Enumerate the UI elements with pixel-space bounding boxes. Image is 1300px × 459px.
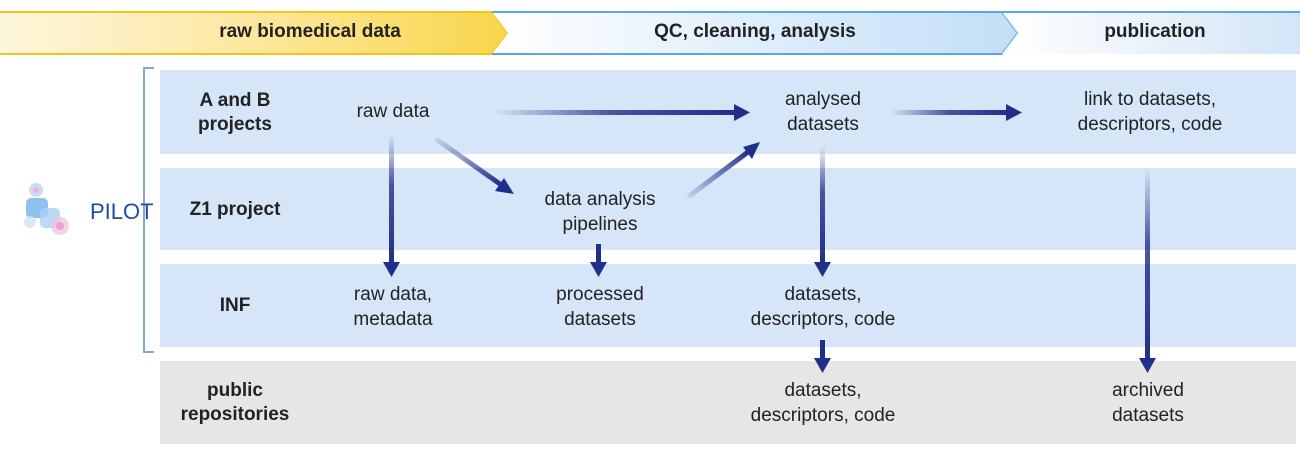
arrow-pipelines-to-analysed bbox=[686, 142, 760, 199]
stage-arrow-qc bbox=[492, 12, 1018, 54]
node-public-datasets: datasets, descriptors, code bbox=[750, 380, 896, 426]
pilot-label: PILOT bbox=[90, 199, 154, 224]
stage-label-qc: QC, cleaning, analysis bbox=[654, 21, 856, 42]
node-processed-datasets: processed datasets bbox=[556, 284, 644, 330]
arrow-raw-to-analysed bbox=[492, 104, 750, 121]
node-data-analysis-pipelines: data analysis pipelines bbox=[544, 189, 656, 235]
node-analysed-datasets: analysed datasets bbox=[784, 89, 862, 135]
node-link-to-datasets: link to datasets, descriptors, code bbox=[1077, 89, 1223, 135]
stage-label-raw-data: raw biomedical data bbox=[219, 21, 401, 42]
row-label-ab-projects: A and B projects bbox=[198, 90, 272, 135]
arrow-raw-to-metadata bbox=[383, 134, 400, 277]
node-inf-datasets: datasets, descriptors, code bbox=[750, 284, 896, 330]
stage-label-publication: publication bbox=[1104, 21, 1206, 42]
pilot-logo-icon bbox=[24, 183, 69, 235]
arrow-raw-to-pipelines bbox=[434, 136, 514, 194]
node-archived-datasets: archived datasets bbox=[1112, 380, 1184, 426]
node-raw-data-metadata: raw data, metadata bbox=[353, 284, 433, 330]
arrow-analysed-to-inf bbox=[814, 146, 831, 277]
stage-arrow-raw-data bbox=[0, 12, 508, 54]
row-label-inf: INF bbox=[219, 295, 251, 316]
row-band-inf bbox=[160, 264, 1296, 347]
row-label-public-repositories: public repositories bbox=[180, 380, 290, 425]
arrow-analysed-to-link bbox=[890, 104, 1022, 121]
arrow-inf-to-public bbox=[814, 340, 831, 373]
row-band-public-repositories bbox=[160, 361, 1296, 444]
row-band-z1-project bbox=[160, 168, 1296, 250]
node-raw-data: raw data bbox=[356, 101, 430, 122]
pilot-bracket bbox=[143, 67, 154, 353]
row-label-z1-project: Z1 project bbox=[189, 199, 281, 220]
arrow-link-to-archived bbox=[1139, 168, 1156, 373]
arrow-pipelines-to-processed bbox=[590, 244, 607, 277]
stage-arrow-publication bbox=[1002, 12, 1300, 54]
stage-header bbox=[0, 11, 1300, 55]
